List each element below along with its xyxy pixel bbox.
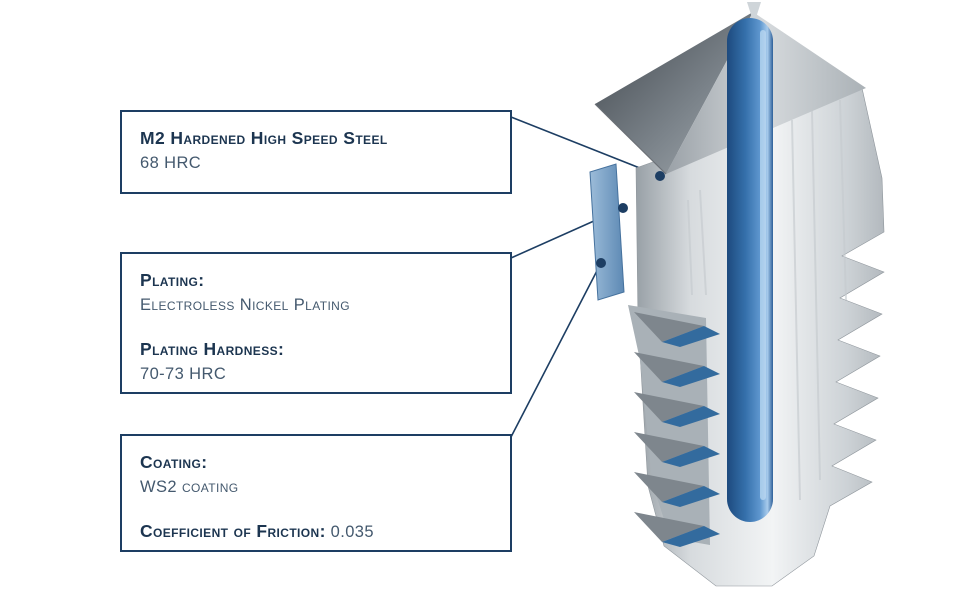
coating-value: WS2 coating <box>140 478 239 496</box>
callout-coating: Coating: WS2 coating Coefficient of Fric… <box>120 434 512 552</box>
anchor-dot-plating <box>618 203 628 213</box>
leader-line-coating <box>510 262 602 438</box>
cone-edge <box>594 103 667 175</box>
coating-label: Coating: <box>140 452 208 472</box>
body-streaks <box>687 99 847 501</box>
plating-hardness-label: Plating Hardness: <box>140 339 285 359</box>
anchor-dot-material <box>655 171 665 181</box>
nozzle-cone-left-facet <box>595 12 753 174</box>
callout-plating: Plating: Electroless Nickel Plating Plat… <box>120 252 512 394</box>
leader-line-material <box>510 116 661 177</box>
anchor-dot-coating <box>596 258 606 268</box>
nozzle-threads <box>628 305 720 547</box>
material-title: M2 Hardened High Speed Steel <box>140 128 388 148</box>
nozzle-illustration <box>589 2 885 587</box>
plating-label: Plating: <box>140 270 205 290</box>
anchor-dots <box>596 171 665 268</box>
plating-value: Electroless Nickel Plating <box>140 296 350 314</box>
friction-row: Coefficient of Friction: 0.035 <box>140 519 492 544</box>
plating-layer <box>589 163 625 301</box>
material-value: 68 HRC <box>140 154 202 172</box>
friction-value: 0.035 <box>330 523 374 541</box>
callout-material: M2 Hardened High Speed Steel 68 HRC <box>120 110 512 194</box>
plating-hardness-value: 70-73 HRC <box>140 365 227 383</box>
nozzle-bore <box>727 2 773 522</box>
friction-label: Coefficient of Friction: <box>140 521 326 541</box>
